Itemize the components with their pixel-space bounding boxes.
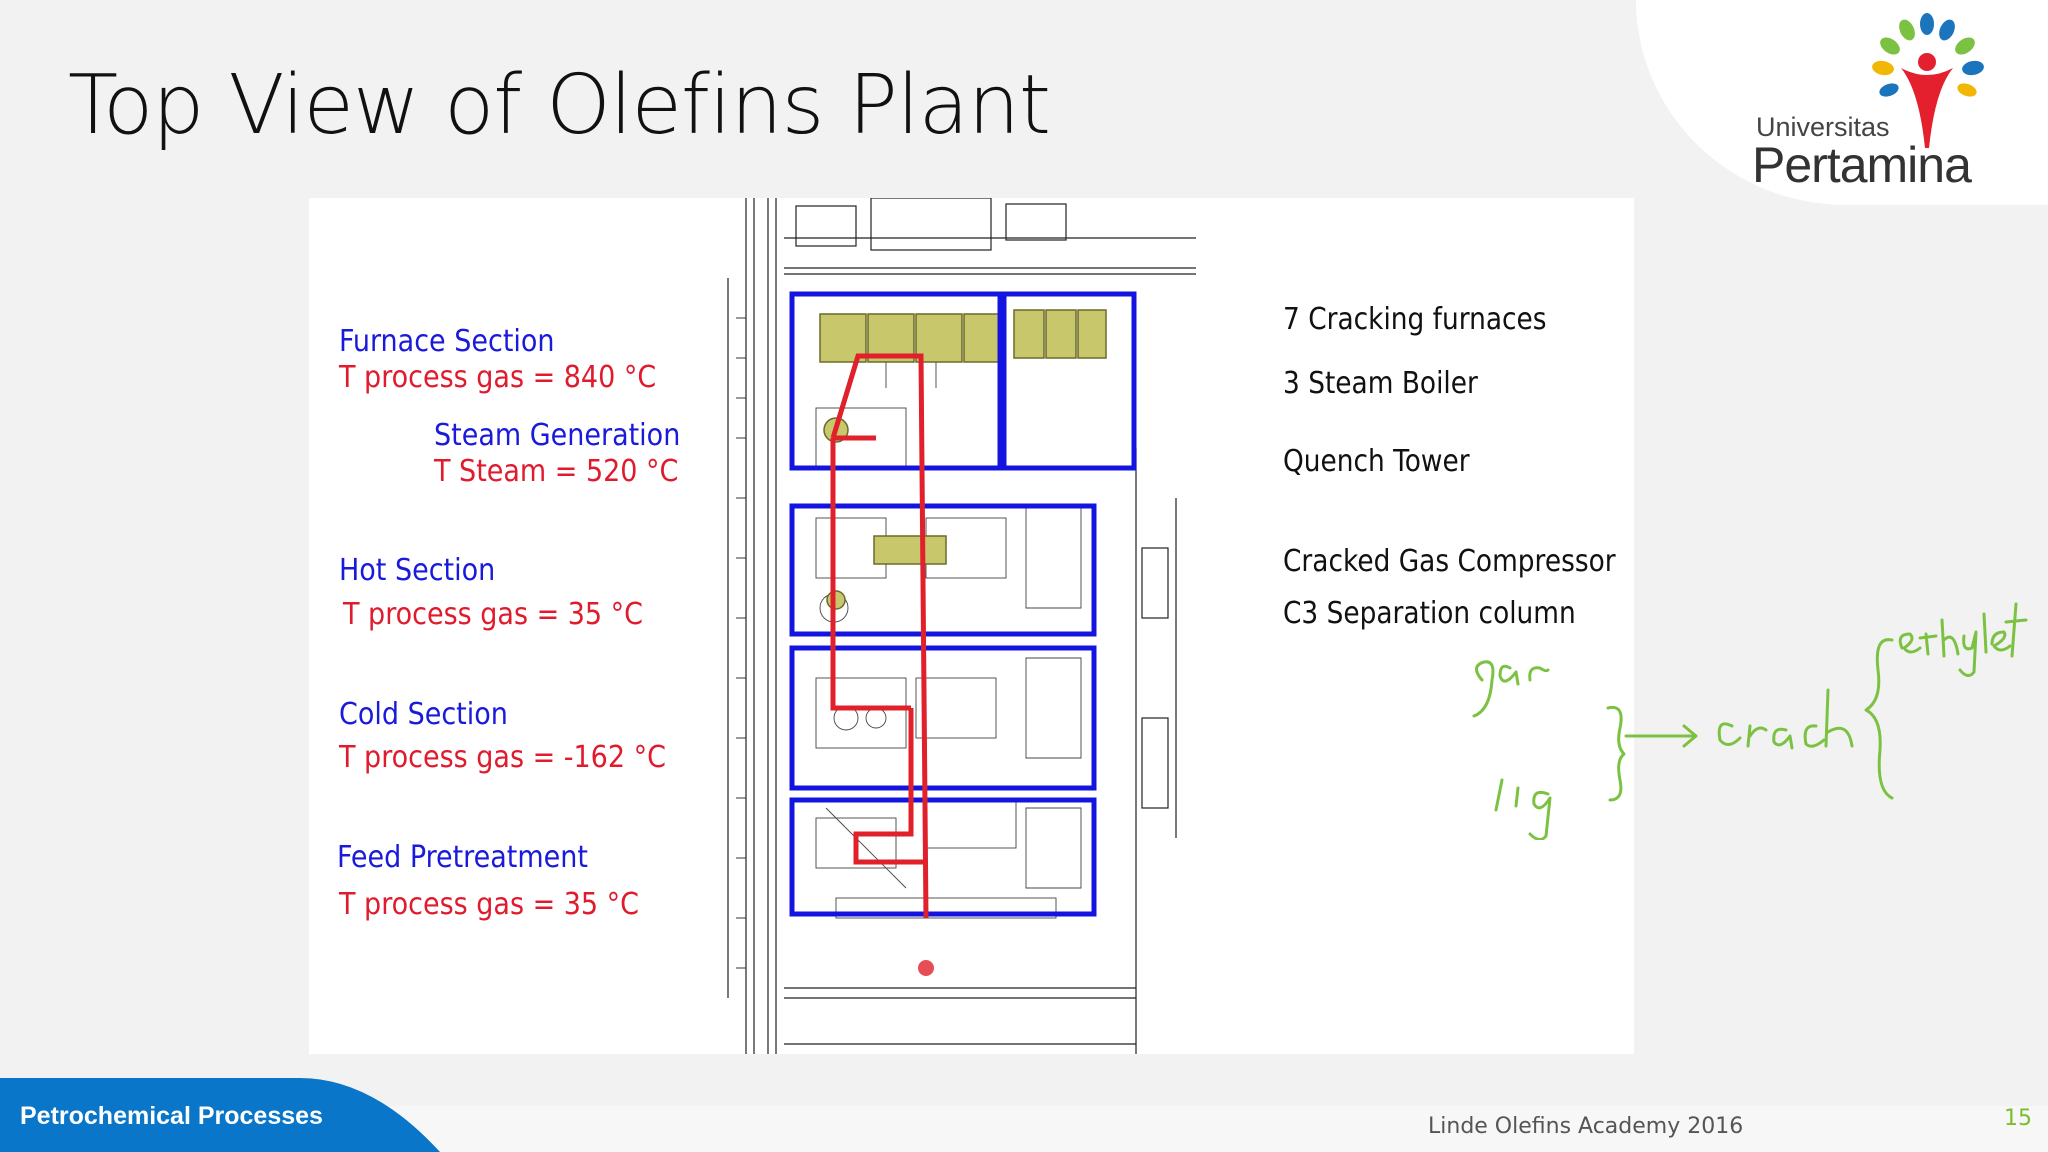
page-number: 15 bbox=[2004, 1106, 2032, 1131]
slide-title: Top View of Olefins Plant bbox=[68, 58, 1051, 153]
steam-generation-label: Steam Generation bbox=[434, 418, 681, 453]
hot-section-temp: T process gas = 35 °C bbox=[343, 597, 644, 632]
feed-pretreatment-label: Feed Pretreatment bbox=[337, 840, 588, 875]
equipment-c3-separation-column: C3 Separation column bbox=[1283, 596, 1576, 631]
equipment-steam-boiler: 3 Steam Boiler bbox=[1283, 366, 1478, 401]
furnace-section-label: Furnace Section bbox=[339, 324, 555, 359]
pertamina-logo-icon bbox=[1872, 13, 1984, 148]
equipment-quench-tower: Quench Tower bbox=[1283, 444, 1470, 479]
logo-university-label: Universitas bbox=[1756, 112, 1890, 142]
handwritten-annotation bbox=[1472, 602, 2028, 840]
cold-section-temp: T process gas = -162 °C bbox=[339, 740, 666, 775]
source-credit: Linde Olefins Academy 2016 bbox=[1428, 1114, 1744, 1139]
equipment-cracking-furnaces: 7 Cracking furnaces bbox=[1283, 302, 1547, 337]
hot-section-label: Hot Section bbox=[339, 553, 496, 588]
steam-generation-temp: T Steam = 520 °C bbox=[434, 454, 679, 489]
logo-pertamina-label: Pertamina bbox=[1752, 137, 1972, 193]
cold-section-label: Cold Section bbox=[339, 697, 508, 732]
equipment-cracked-gas-compressor: Cracked Gas Compressor bbox=[1283, 544, 1616, 579]
footer-tab-shape bbox=[0, 1078, 440, 1152]
feed-pretreatment-temp: T process gas = 35 °C bbox=[339, 887, 640, 922]
plant-layout-drawing bbox=[706, 198, 1196, 1054]
furnace-section-temp: T process gas = 840 °C bbox=[339, 360, 657, 395]
course-name-label: Petrochemical Processes bbox=[20, 1102, 323, 1130]
